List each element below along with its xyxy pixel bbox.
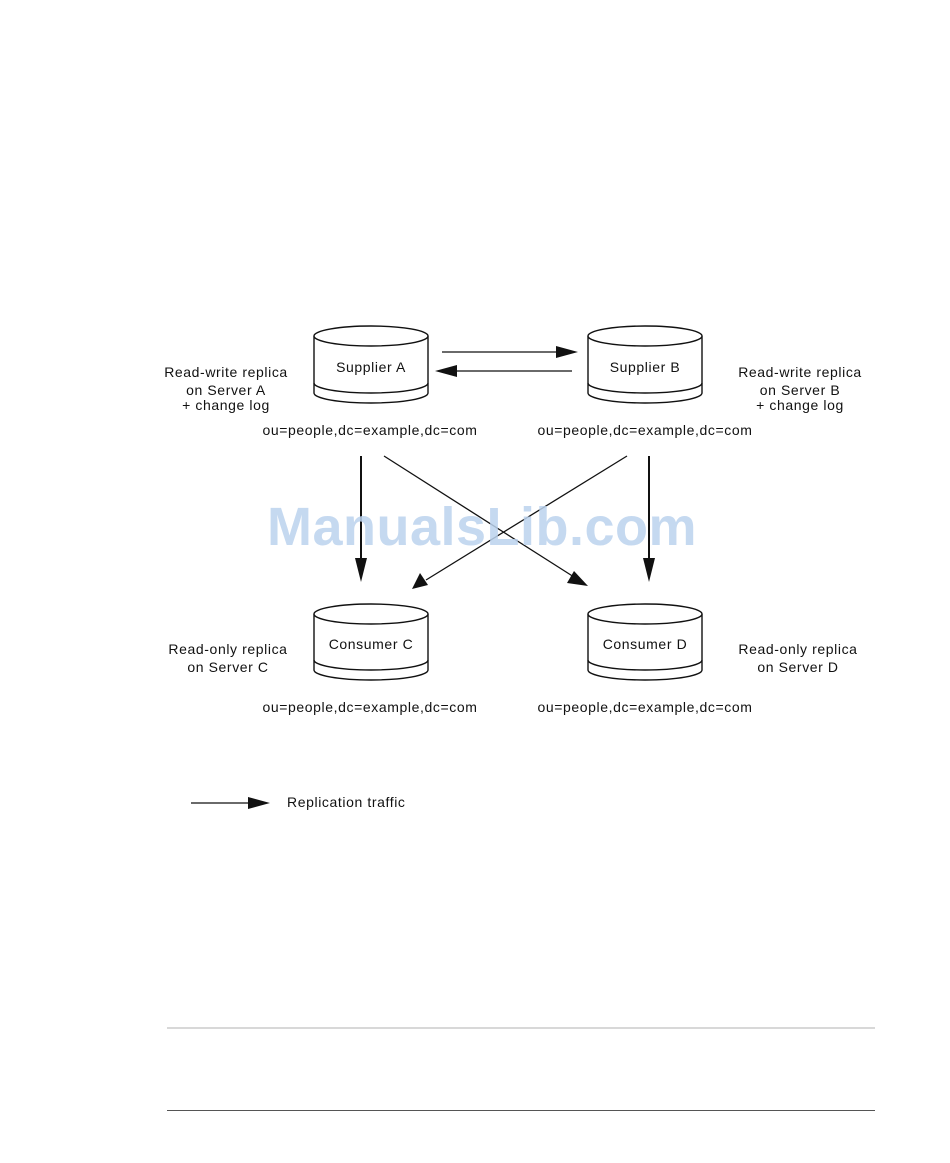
arrow-supplier-b-to-supplier-a — [435, 365, 572, 377]
database-consumer-d: Consumer D — [587, 603, 703, 681]
arrow-supplier-a-to-consumer-c — [355, 456, 367, 582]
consumer-d-desc-line1: Read-only replica — [738, 641, 857, 657]
footer-divider-top — [167, 1027, 875, 1029]
consumer-d-label: Consumer D — [603, 636, 688, 652]
legend-arrow-icon — [191, 797, 270, 809]
supplier-b-desc-line1: Read-write replica — [738, 364, 862, 380]
consumer-c-desc-line2: on Server C — [187, 659, 268, 675]
consumer-d-desc-line2: on Server D — [757, 659, 838, 675]
supplier-a-label: Supplier A — [336, 359, 406, 375]
database-supplier-a: Supplier A — [313, 325, 429, 404]
supplier-a-desc-line2: on Server A — [186, 382, 266, 398]
consumer-c-label: Consumer C — [329, 636, 414, 652]
supplier-a-desc-line3: + change log — [182, 397, 270, 413]
arrow-supplier-b-to-consumer-d — [643, 456, 655, 582]
legend-label: Replication traffic — [287, 794, 406, 810]
database-consumer-c: Consumer C — [313, 603, 429, 681]
supplier-b-label: Supplier B — [610, 359, 681, 375]
consumer-c-desc-line1: Read-only replica — [168, 641, 287, 657]
supplier-b-desc-line2: on Server B — [760, 382, 841, 398]
arrow-supplier-b-to-consumer-c — [412, 455, 628, 589]
consumer-d-suffix: ou=people,dc=example,dc=com — [537, 699, 752, 715]
consumer-c-suffix: ou=people,dc=example,dc=com — [262, 699, 477, 715]
supplier-b-suffix: ou=people,dc=example,dc=com — [537, 422, 752, 438]
database-supplier-b: Supplier B — [587, 325, 703, 404]
footer-divider-bottom — [167, 1110, 875, 1111]
arrow-supplier-a-to-supplier-b — [442, 346, 578, 358]
supplier-a-suffix: ou=people,dc=example,dc=com — [262, 422, 477, 438]
supplier-a-desc-line1: Read-write replica — [164, 364, 288, 380]
watermark: ManualsLib.com — [267, 497, 698, 557]
arrow-supplier-a-to-consumer-d — [383, 455, 588, 586]
supplier-b-desc-line3: + change log — [756, 397, 844, 413]
legend: Replication traffic — [191, 794, 406, 810]
